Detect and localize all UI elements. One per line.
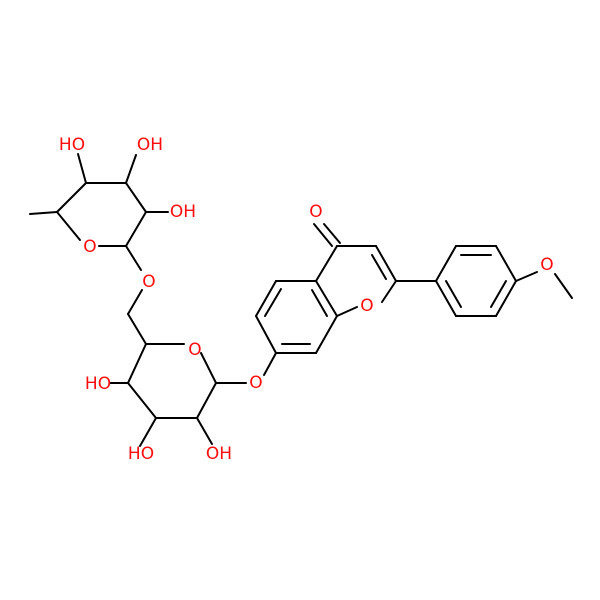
atom-labels: O O O O O O O HO OH OH HO HO OH: [59, 135, 554, 464]
ring-oxygen-rhamnose: O: [83, 237, 96, 257]
bond-rha-c2-c1: [125, 211, 147, 247]
bond-ph-6-1-inner: [445, 280, 462, 308]
bond-c3-c2: [375, 245, 397, 282]
hydroxyl-label: OH: [137, 135, 163, 155]
bond-glc-c3-c4: [127, 382, 157, 419]
ring-oxygen-chromone: O: [360, 296, 373, 316]
bond-glc-c2-oh: [196, 417, 213, 445]
bond-rha-oring-c5: [56, 211, 81, 241]
bond-c3-c2-inner: [371, 254, 387, 280]
bond-c4a-c8a: [315, 280, 338, 317]
bond-ph-4-5: [495, 280, 517, 317]
bond-rha-c4-oh: [77, 153, 87, 184]
hydroxyl-label: OH: [206, 444, 232, 464]
bond-ph-3-4: [495, 245, 517, 282]
bond-c2-o1: [381, 280, 397, 303]
carbonyl-oxygen: O: [309, 202, 322, 222]
bond-c4a-c8a-inner: [311, 289, 328, 317]
linker-oxygen-lower: O: [249, 373, 262, 393]
bond-ch2-glc-c6: [127, 313, 147, 345]
bond-rha-c5-c4: [56, 182, 87, 213]
bond-ph4-ometh: [515, 271, 538, 282]
bond-c8a-c8: [315, 315, 338, 354]
hydroxyl-label: HO: [85, 374, 111, 394]
bond-olink-c7: [263, 352, 277, 376]
bond-c6-c5-inner: [264, 288, 282, 317]
hydroxyl-label: HO: [59, 135, 85, 155]
bond-rha-c5-methyl: [29, 211, 58, 215]
bond-c7-c6: [255, 315, 277, 354]
bond-ph-4-5-inner: [490, 280, 507, 308]
linker-oxygen-upper: O: [142, 272, 155, 292]
bond-c4a-c4: [315, 245, 338, 282]
bond-glc-c1-c2: [196, 382, 217, 419]
hydroxyl-label: HO: [128, 444, 154, 464]
bond-c6-c5: [255, 280, 277, 317]
bond-c4-carbonyl-b: [323, 223, 341, 244]
bond-olink-ch2: [127, 289, 143, 315]
ring-oxygen-glucose: O: [188, 340, 201, 360]
hydroxyl-label: OH: [170, 202, 196, 222]
bond-o1-c8a: [336, 306, 358, 317]
bond-c4-carbonyl-a: [313, 223, 333, 247]
bond-glc-c3-oh: [139, 417, 157, 447]
bond-rha-c1-olink: [125, 245, 142, 271]
bond-ometh-ch3: [554, 273, 573, 299]
bond-glc-c4-c5: [127, 343, 147, 384]
bond-ph-1-2: [435, 245, 457, 282]
bonds: [29, 153, 573, 447]
bond-glc-oring-c1: [200, 352, 217, 384]
methoxy-oxygen: O: [540, 255, 553, 275]
bond-ph-6-1: [435, 280, 457, 317]
bond-rha-c3-oh: [125, 154, 137, 184]
bond-rha-c3-c2: [125, 182, 147, 213]
